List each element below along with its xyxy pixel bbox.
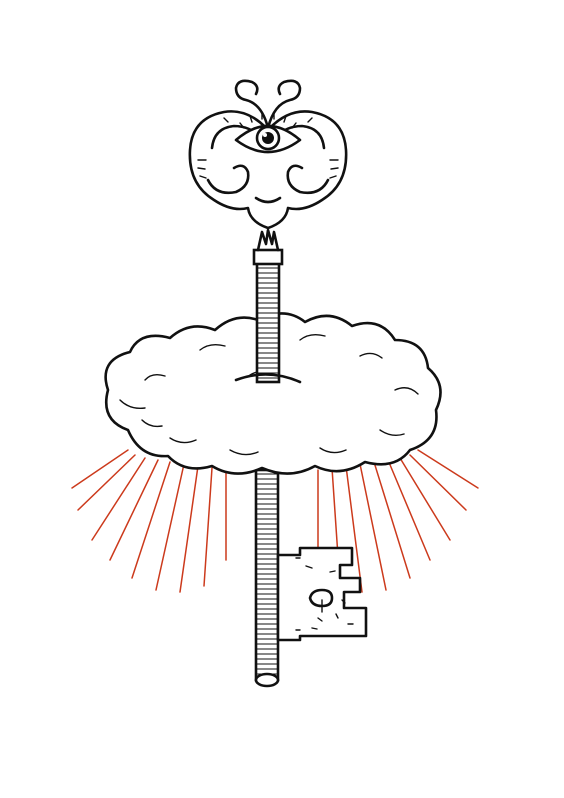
light-ray bbox=[345, 465, 363, 593]
light-ray bbox=[399, 457, 451, 541]
light-ray bbox=[77, 454, 136, 511]
light-ray bbox=[409, 454, 467, 511]
light-ray bbox=[71, 449, 129, 489]
light-ray bbox=[131, 461, 171, 579]
key-bit bbox=[276, 546, 368, 642]
light-ray bbox=[359, 463, 387, 591]
key-bow bbox=[188, 79, 348, 230]
light-ray bbox=[91, 457, 146, 541]
light-ray bbox=[373, 461, 411, 579]
light-ray bbox=[203, 467, 213, 587]
key-shaft-lower bbox=[254, 468, 280, 688]
light-ray bbox=[179, 465, 199, 593]
light-ray bbox=[417, 449, 479, 489]
light-ray bbox=[109, 459, 159, 561]
key-shaft-upper bbox=[234, 228, 302, 384]
light-ray bbox=[155, 463, 185, 591]
light-ray bbox=[387, 459, 431, 561]
